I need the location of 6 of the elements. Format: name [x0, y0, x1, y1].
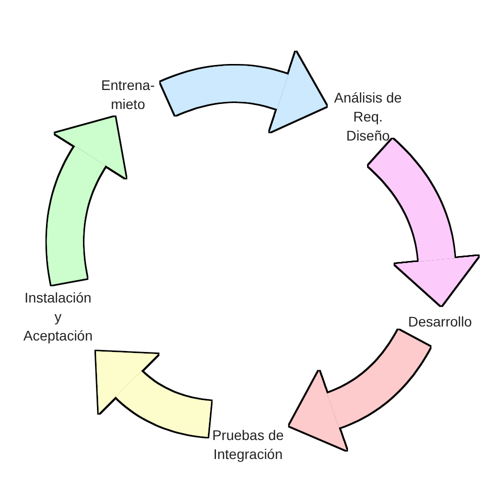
- step-label: Análisis de Req. Diseño: [333, 88, 403, 146]
- step-label: Entrena- mieto: [100, 76, 156, 114]
- step-label: Instalación y Aceptación: [22, 288, 94, 346]
- step-label: Desarrollo: [408, 312, 472, 332]
- block-arrow: [366, 138, 478, 306]
- step-label: Pruebas de Integración: [211, 426, 285, 464]
